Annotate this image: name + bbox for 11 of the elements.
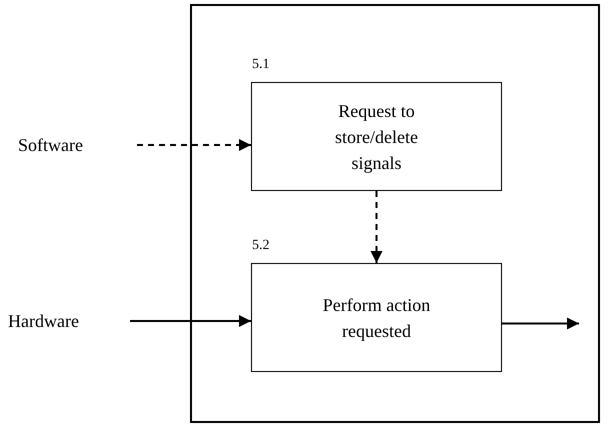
arrow bbox=[130, 315, 251, 327]
step-number: 5.2 bbox=[252, 237, 270, 255]
process-label: Request to store/delete signals bbox=[334, 100, 419, 175]
input-label: Hardware bbox=[8, 308, 130, 334]
input-label: Software bbox=[18, 132, 137, 158]
arrow bbox=[137, 139, 251, 151]
arrow bbox=[370, 191, 382, 263]
system-boundary-box bbox=[190, 4, 600, 423]
process-label: Perform action requested bbox=[322, 294, 432, 343]
step-number: 5.1 bbox=[252, 56, 270, 74]
arrow bbox=[502, 318, 579, 330]
